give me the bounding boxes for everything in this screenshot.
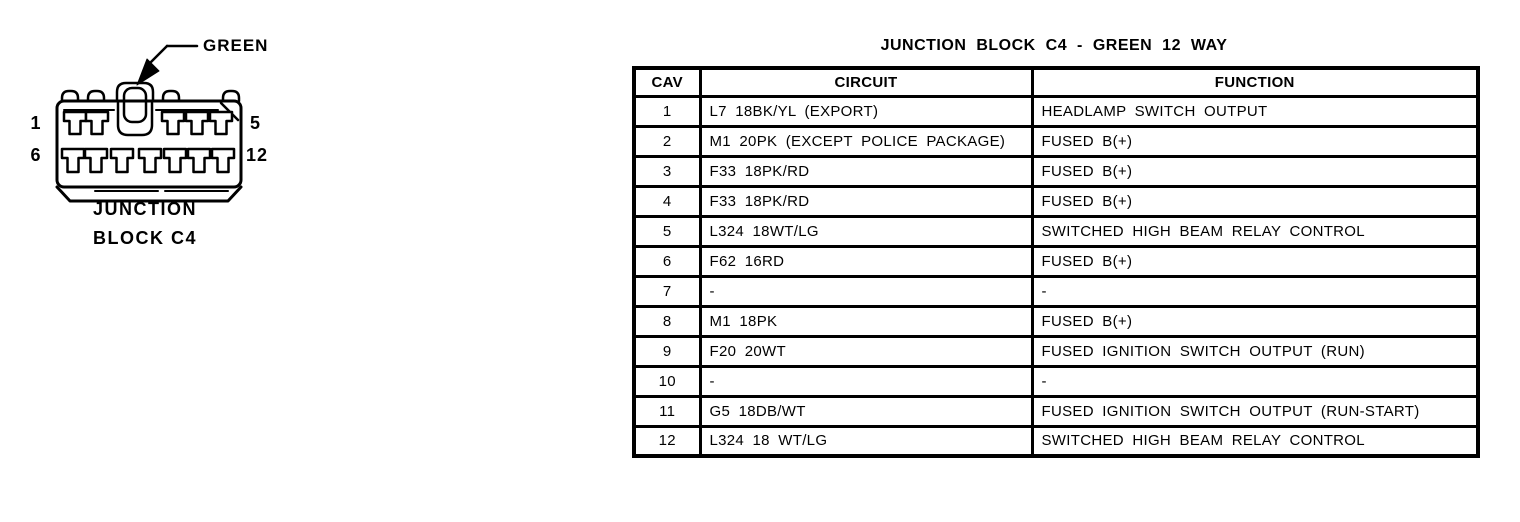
circuit-cell: M1 20PK (EXCEPT POLICE PACKAGE) [698,124,1034,158]
cav-cell: 4 [632,184,702,218]
cav-cell: 6 [632,244,702,278]
circuit-cell: F33 18PK/RD [698,154,1034,188]
leader-line [149,44,169,64]
table-row: 7-- [632,274,1480,308]
circuit-cell: - [698,364,1034,398]
circuit-cell: F20 20WT [698,334,1034,368]
circuit-cell: F62 16RD [698,244,1034,278]
top-bump [161,89,181,103]
top-bump [60,89,80,103]
cav-cell: 5 [632,214,702,248]
connector-caption-line1: JUNCTION [92,199,197,219]
function-cell: SWITCHED HIGH BEAM RELAY CONTROL [1030,424,1480,458]
function-cell: FUSED B(+) [1030,124,1480,158]
table-title: JUNCTION BLOCK C4 - GREEN 12 WAY [880,37,1228,54]
connector-base [55,185,243,203]
circuit-cell: G5 18DB/WT [698,394,1034,428]
header-row: CAV CIRCUIT FUNCTION [632,66,1480,98]
pin-label-1: 1 [30,113,42,133]
cav-cell: 11 [632,394,702,428]
cav-cell: 10 [632,364,702,398]
function-cell: SWITCHED HIGH BEAM RELAY CONTROL [1030,214,1480,248]
terminal-slot [184,110,210,136]
pin-label-5: 5 [250,113,262,133]
terminal-slot [208,110,234,136]
circuit-cell: L7 18BK/YL (EXPORT) [698,94,1034,128]
terminal-slot [162,147,188,174]
terminal-slot [210,147,236,174]
pin-label-12: 12 [246,145,269,165]
column-header-function: FUNCTION [1030,66,1480,98]
terminal-slot [137,147,163,174]
cav-cell: 7 [632,274,702,308]
terminal-row-top [62,110,234,136]
callout-arrowhead-icon [136,58,160,86]
pin-label-6: 6 [30,145,42,165]
terminal-slot [186,147,212,174]
terminal-row-bottom [60,147,236,174]
circuit-cell: M1 18PK [698,304,1034,338]
terminal-slot [160,110,186,136]
cav-cell: 3 [632,154,702,188]
function-cell: FUSED B(+) [1030,244,1480,278]
lock-tab-inner [122,86,148,124]
circuit-cell: - [698,274,1034,308]
terminal-slot [83,147,109,174]
terminal-slot [84,110,110,136]
cav-cell: 2 [632,124,702,158]
top-bump [86,89,106,103]
function-cell: - [1030,364,1480,398]
lock-channel [116,101,154,137]
function-cell: FUSED B(+) [1030,304,1480,338]
terminal-slot [60,147,86,174]
cav-cell: 9 [632,334,702,368]
connector-body [55,99,243,189]
function-cell: FUSED IGNITION SWITCH OUTPUT (RUN-START) [1030,394,1480,428]
function-cell: FUSED IGNITION SWITCH OUTPUT (RUN) [1030,334,1480,368]
circuit-cell: L324 18WT/LG [698,214,1034,248]
circuit-cell: L324 18 WT/LG [698,424,1034,458]
column-header-cav: CAV [632,66,702,98]
function-cell: HEADLAMP SWITCH OUTPUT [1030,94,1480,128]
terminal-slot [62,110,88,136]
column-header-circuit: CIRCUIT [698,66,1034,98]
function-cell: FUSED B(+) [1030,154,1480,188]
circuit-cell: F33 18PK/RD [698,184,1034,218]
table-row: 10-- [632,364,1480,398]
function-cell: - [1030,274,1480,308]
cav-cell: 8 [632,304,702,338]
connector-figure: GREEN 1 5 6 12 JUNCTION BLOCK C4 [0,0,320,270]
function-cell: FUSED B(+) [1030,184,1480,218]
connector-drawing [55,44,243,203]
connector-color-label: GREEN [203,36,269,55]
cav-cell: 12 [632,424,702,458]
cav-cell: 1 [632,94,702,128]
lock-tab [115,81,155,103]
terminal-slot [109,147,135,174]
connector-caption-line2: BLOCK C4 [92,228,197,248]
top-bump [221,89,241,103]
